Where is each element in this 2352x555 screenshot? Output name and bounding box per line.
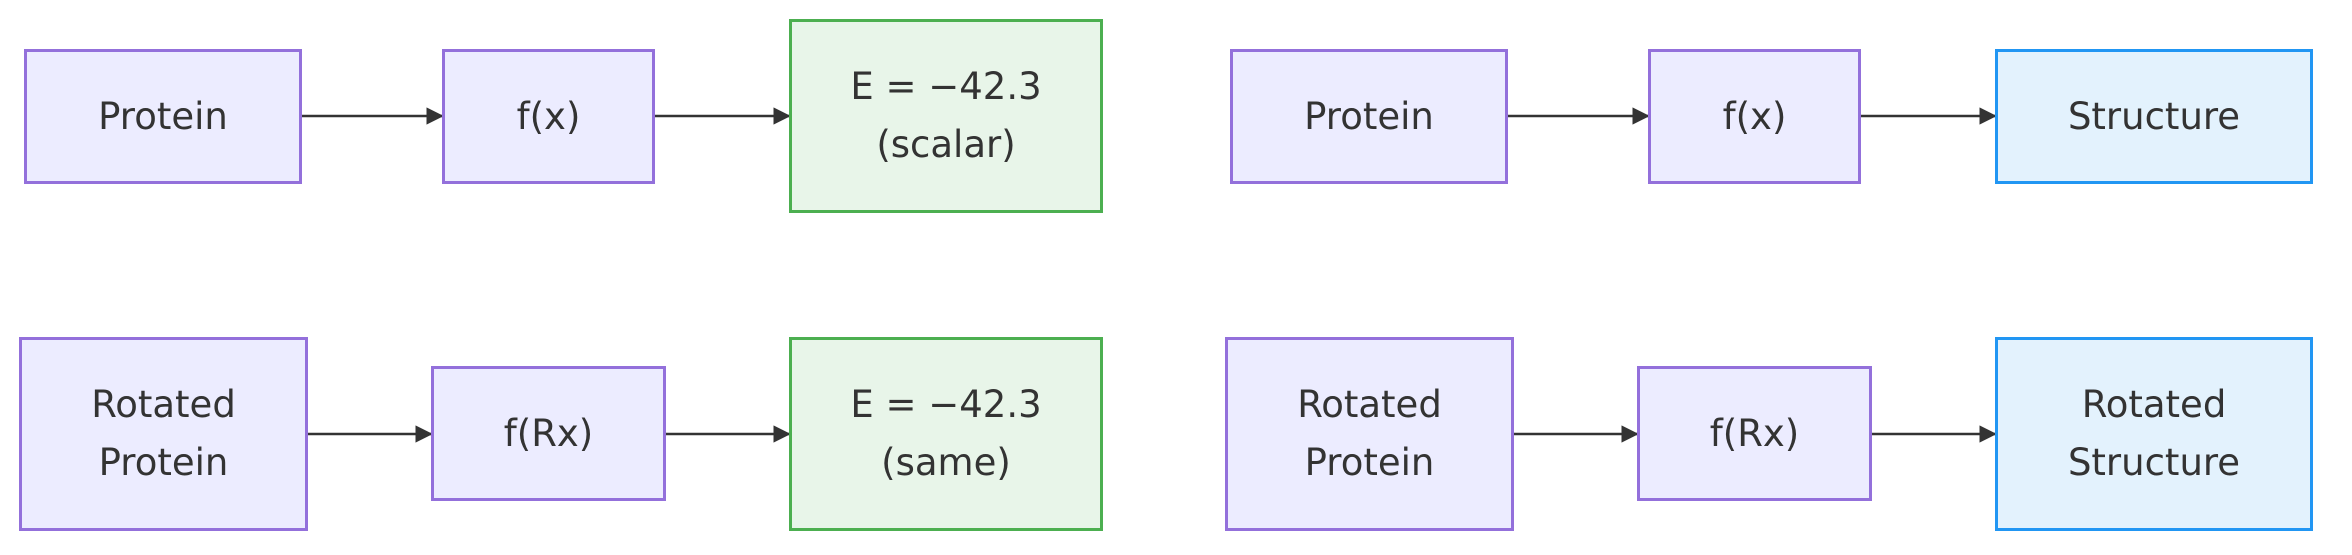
node-rotated-protein-input-equivariant: Rotated Protein bbox=[1225, 337, 1514, 531]
node-function-frx-equivariant: f(Rx) bbox=[1637, 366, 1872, 501]
node-function-frx: f(Rx) bbox=[431, 366, 666, 501]
node-energy-same-output: E = −42.3 (same) bbox=[789, 337, 1103, 531]
node-function-fx-equivariant: f(x) bbox=[1648, 49, 1861, 184]
node-function-fx: f(x) bbox=[442, 49, 655, 184]
node-protein-input: Protein bbox=[24, 49, 302, 184]
node-structure-output: Structure bbox=[1995, 49, 2313, 184]
node-protein-input-equivariant-label: Protein bbox=[1304, 94, 1434, 138]
node-function-frx-label: f(Rx) bbox=[503, 411, 594, 455]
node-function-fx-label: f(x) bbox=[516, 94, 581, 138]
node-energy-scalar-output-label: E = −42.3 (scalar) bbox=[850, 65, 1042, 166]
node-energy-same-output-label: E = −42.3 (same) bbox=[850, 383, 1042, 484]
node-rotated-structure-output-label: Rotated Structure bbox=[2067, 383, 2241, 484]
node-rotated-protein-input-equivariant-label: Rotated Protein bbox=[1297, 383, 1442, 484]
node-structure-output-label: Structure bbox=[2067, 94, 2241, 138]
node-rotated-protein-input-label: Rotated Protein bbox=[91, 383, 236, 484]
node-function-fx-equivariant-label: f(x) bbox=[1722, 94, 1787, 138]
node-rotated-structure-output: Rotated Structure bbox=[1995, 337, 2313, 531]
node-protein-input-label: Protein bbox=[98, 94, 228, 138]
node-function-frx-equivariant-label: f(Rx) bbox=[1709, 411, 1800, 455]
node-protein-input-equivariant: Protein bbox=[1230, 49, 1508, 184]
node-energy-scalar-output: E = −42.3 (scalar) bbox=[789, 19, 1103, 213]
node-rotated-protein-input: Rotated Protein bbox=[19, 337, 308, 531]
